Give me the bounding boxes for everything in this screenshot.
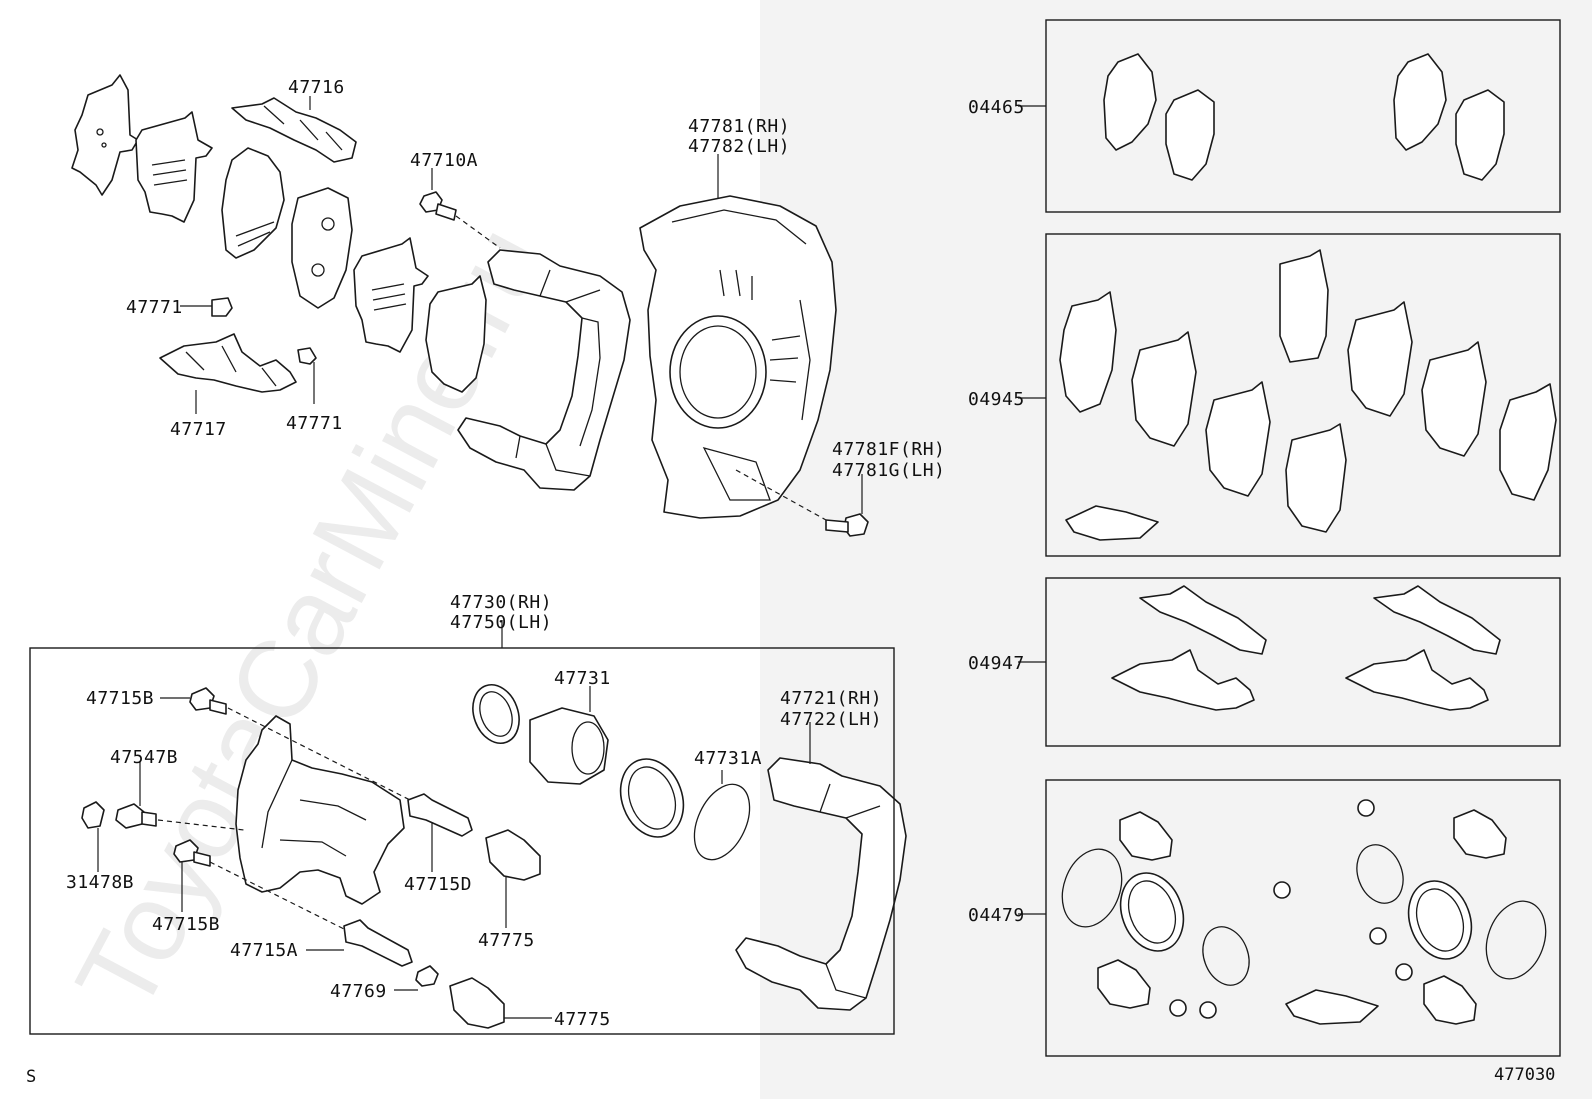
diagram-code: 477030 xyxy=(1494,1065,1555,1085)
label-47715D: 47715D xyxy=(404,874,472,895)
kit-04947: 04947 xyxy=(968,577,1561,747)
kit-04465: 04465 xyxy=(968,19,1561,213)
label-47771-a: 47771 xyxy=(126,297,183,318)
label-47781F: 47781F(RH) xyxy=(832,439,945,460)
anti-rattle-clip-47716 xyxy=(231,97,357,163)
label-47730: 47730(RH) xyxy=(450,592,552,613)
corner-mark: S xyxy=(26,1067,36,1087)
kit-04945: 04945 xyxy=(968,233,1561,557)
clip-47771-upper xyxy=(211,297,233,317)
pad-spring-47717 xyxy=(159,333,297,393)
part-labels: 47716 47710A 47781(RH) 47782(LH) 47771 4… xyxy=(66,77,945,1030)
label-31478B: 31478B xyxy=(66,872,134,893)
brake-pad-a xyxy=(221,147,285,259)
label-47717: 47717 xyxy=(170,419,227,440)
label-47547B: 47547B xyxy=(110,747,178,768)
label-47771-b: 47771 xyxy=(286,413,343,434)
label-04479: 04479 xyxy=(968,905,1025,926)
label-47775-a: 47775 xyxy=(478,930,535,951)
label-04945: 04945 xyxy=(968,389,1025,410)
label-47710A: 47710A xyxy=(410,150,478,171)
dust-cover xyxy=(639,195,837,519)
label-47775-b: 47775 xyxy=(554,1009,611,1030)
bolt-47710A xyxy=(419,191,457,221)
bolt-47781F-G xyxy=(825,513,869,537)
clip-47771-lower xyxy=(297,347,317,365)
label-47781G: 47781G(LH) xyxy=(832,460,945,481)
pad-backing-plate-a xyxy=(291,187,353,309)
mounting-bracket-upper xyxy=(457,249,631,491)
kit-04479: 04479 xyxy=(968,779,1561,1057)
label-47715B-top: 47715B xyxy=(86,688,154,709)
shim-plain xyxy=(425,275,487,393)
label-47716: 47716 xyxy=(288,77,345,98)
label-47715B-bottom: 47715B xyxy=(152,914,220,935)
label-47731A: 47731A xyxy=(694,748,762,769)
shim-outer xyxy=(71,74,139,196)
pad-shim-group xyxy=(71,74,487,393)
label-47715A: 47715A xyxy=(230,940,298,961)
label-47782: 47782(LH) xyxy=(688,136,790,157)
label-47750: 47750(LH) xyxy=(450,612,552,633)
label-47731: 47731 xyxy=(554,668,611,689)
label-04947: 04947 xyxy=(968,653,1025,674)
mounting-bracket-lower xyxy=(735,757,907,1011)
label-04465: 04465 xyxy=(968,97,1025,118)
caliper-box xyxy=(29,647,895,1035)
caliper-assembly xyxy=(81,684,751,1029)
label-47722: 47722(LH) xyxy=(780,709,882,730)
dashed-guides xyxy=(157,215,827,931)
leader-lines xyxy=(97,96,863,1019)
label-47721: 47721(RH) xyxy=(780,688,882,709)
shim-slotted-b xyxy=(353,237,429,353)
label-47769: 47769 xyxy=(330,981,387,1002)
label-47781: 47781(RH) xyxy=(688,116,790,137)
shim-slotted-a xyxy=(135,111,213,223)
